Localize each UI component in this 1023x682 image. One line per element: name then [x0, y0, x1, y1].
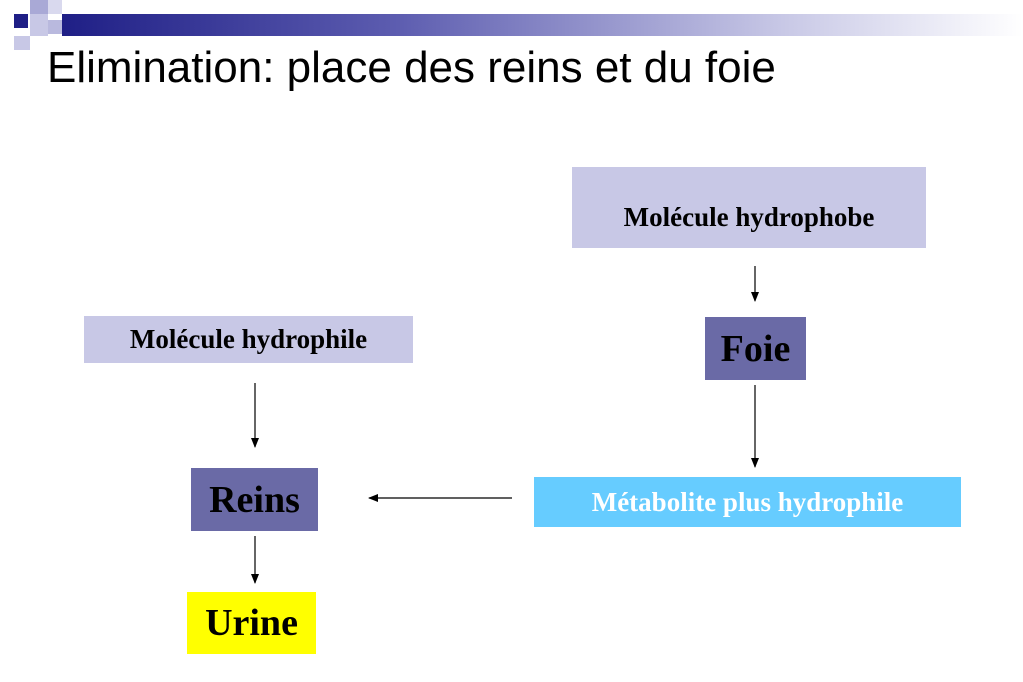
node-molecule-hydrophobe: Molécule hydrophobe — [572, 167, 926, 248]
node-molecule-hydrophile: Molécule hydrophile — [84, 316, 413, 363]
header-square-decoration — [14, 36, 30, 50]
node-foie: Foie — [705, 317, 806, 380]
header-square-decoration — [30, 14, 48, 36]
slide-title: Elimination: place des reins et du foie — [47, 43, 776, 92]
header-square-decoration — [48, 20, 62, 34]
header-square-decoration — [30, 0, 48, 14]
node-urine: Urine — [187, 592, 316, 654]
header-square-decoration — [14, 14, 28, 28]
node-metabolite: Métabolite plus hydrophile — [534, 477, 961, 527]
header-gradient-bar — [62, 14, 1023, 36]
header-square-decoration — [48, 0, 62, 14]
node-reins: Reins — [191, 468, 318, 531]
